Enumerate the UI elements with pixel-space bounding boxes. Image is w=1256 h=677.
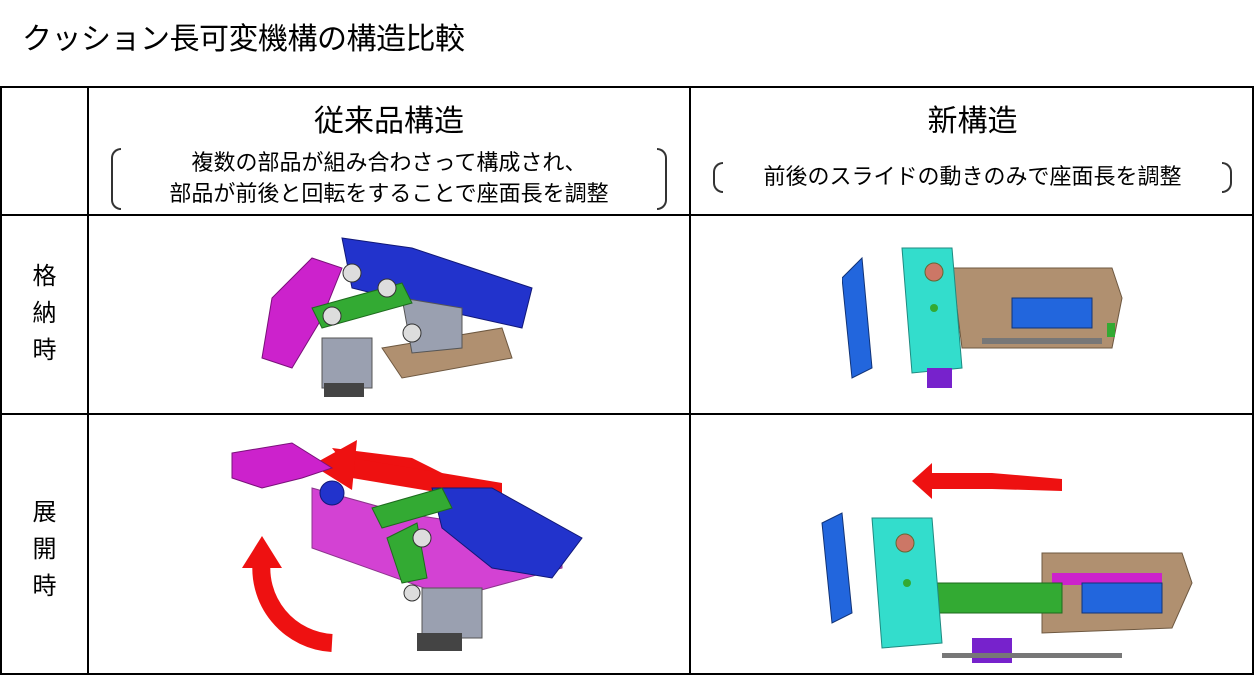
row-label-char: 時 xyxy=(32,336,57,364)
row-label-char: 格 xyxy=(32,262,57,290)
bracket-left xyxy=(713,162,723,193)
column-title-old: 従来品構造 xyxy=(314,104,464,139)
column-header-old: 従来品構造 複数の部品が組み合わさって構成され、 部品が前後と回転をすることで座… xyxy=(89,88,689,214)
note-line: 前後のスライドの動きのみで座面長を調整 xyxy=(763,165,1182,190)
note-line: 部品が前後と回転をすることで座面長を調整 xyxy=(169,182,609,207)
note-line: 複数の部品が組み合わさって構成され、 xyxy=(191,151,587,176)
mechanism-new-stowed-image xyxy=(842,238,1132,398)
table-divider xyxy=(2,214,1252,216)
column-title-new: 新構造 xyxy=(927,104,1018,139)
column-note-old: 複数の部品が組み合わさって構成され、 部品が前後と回転をすることで座面長を調整 xyxy=(107,148,671,210)
table-divider xyxy=(87,88,89,673)
bracket-right xyxy=(657,148,667,210)
slide-title: クッション長可変機構の構造比較 xyxy=(22,22,465,57)
row-label-char: 納 xyxy=(32,299,57,327)
mechanism-old-deployed-image xyxy=(202,428,622,658)
table-divider xyxy=(689,88,691,673)
table-divider xyxy=(2,413,1252,415)
row-label-char: 時 xyxy=(32,572,57,600)
row-label-char: 開 xyxy=(32,535,57,563)
row-label-char: 展 xyxy=(32,498,57,526)
mechanism-old-stowed-image xyxy=(202,228,542,398)
row-label-deployed: 展 開 時 xyxy=(2,494,87,605)
row-label-stowed: 格 納 時 xyxy=(2,258,87,369)
bracket-left xyxy=(111,148,121,210)
mechanism-new-deployed-image xyxy=(792,433,1202,663)
column-note-new: 前後のスライドの動きのみで座面長を調整 xyxy=(709,162,1236,193)
column-header-new: 新構造 前後のスライドの動きのみで座面長を調整 xyxy=(691,88,1254,214)
comparison-table: 従来品構造 複数の部品が組み合わさって構成され、 部品が前後と回転をすることで座… xyxy=(0,86,1254,675)
